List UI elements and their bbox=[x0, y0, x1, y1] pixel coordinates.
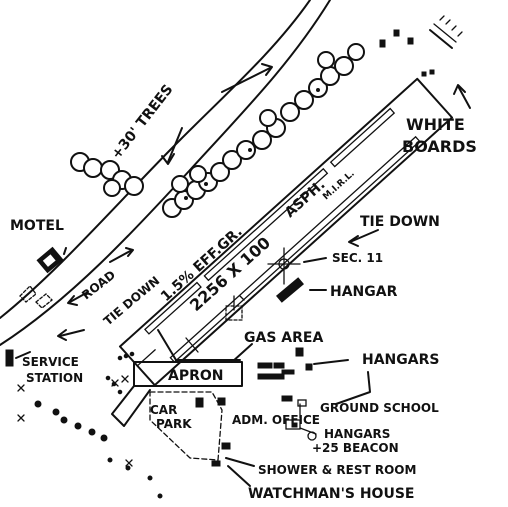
white-boards bbox=[379, 23, 457, 77]
tree-cluster bbox=[162, 162, 230, 218]
apron-box bbox=[133, 361, 243, 387]
road-edge-outer bbox=[0, 0, 311, 319]
label-white-boards-1: WHITE bbox=[406, 115, 465, 134]
label-hangars-upper: HANGARS bbox=[362, 352, 439, 368]
hangar-building bbox=[275, 277, 305, 303]
hangar-lower-building bbox=[285, 419, 301, 430]
building-marker bbox=[217, 397, 226, 406]
label-motel: MOTEL bbox=[10, 218, 64, 234]
label-white-boards-2: BOARDS bbox=[402, 137, 477, 156]
label-beacon: +25 BEACON bbox=[312, 441, 399, 455]
label-shower: SHOWER & REST ROOM bbox=[258, 463, 416, 477]
label-gas-area: GAS AREA bbox=[244, 330, 323, 346]
tree-cluster bbox=[280, 43, 365, 122]
trees-arrow-down bbox=[167, 127, 183, 163]
ground-school-building bbox=[281, 395, 293, 402]
label-car-park-1: CAR bbox=[150, 403, 177, 417]
taxiway bbox=[157, 329, 241, 361]
label-car-park-2: PARK bbox=[156, 417, 192, 431]
label-adm-office: ADM. OFFICE bbox=[232, 413, 320, 427]
watchman-building bbox=[221, 442, 231, 450]
hangars-cluster bbox=[257, 347, 313, 380]
trees-arrow-up bbox=[221, 67, 271, 93]
label-apron: APRON bbox=[168, 368, 224, 384]
label-service-2: STATION bbox=[26, 371, 83, 385]
label-section: SEC. 11 bbox=[332, 251, 383, 265]
shower-building bbox=[211, 460, 221, 467]
white-boards-arrow bbox=[457, 85, 471, 109]
label-trees: +30' TREES bbox=[109, 82, 177, 163]
car-park-outline bbox=[149, 391, 223, 461]
label-hangars-lower: HANGARS bbox=[324, 427, 390, 441]
road-edge-inner bbox=[0, 0, 331, 346]
tree-dots-sw bbox=[34, 400, 163, 499]
service-station-building bbox=[5, 349, 14, 367]
label-road: ROAD bbox=[79, 268, 118, 303]
tree-cluster bbox=[70, 152, 144, 197]
runway bbox=[118, 77, 454, 387]
apron-link bbox=[111, 385, 151, 427]
label-watchman: WATCHMAN'S HOUSE bbox=[248, 486, 414, 502]
tie-down-arrow bbox=[349, 229, 379, 243]
adm-office-building bbox=[297, 399, 307, 407]
label-tie-down-east: TIE DOWN bbox=[360, 214, 440, 230]
motel-building bbox=[19, 246, 64, 309]
tree-line bbox=[70, 43, 365, 218]
tree-cluster bbox=[222, 109, 286, 170]
label-service-1: SERVICE bbox=[22, 355, 79, 369]
label-hangar: HANGAR bbox=[330, 284, 398, 300]
wind-marker bbox=[225, 305, 243, 321]
label-ground-school: GROUND SCHOOL bbox=[320, 401, 439, 415]
building-marker bbox=[195, 397, 204, 408]
